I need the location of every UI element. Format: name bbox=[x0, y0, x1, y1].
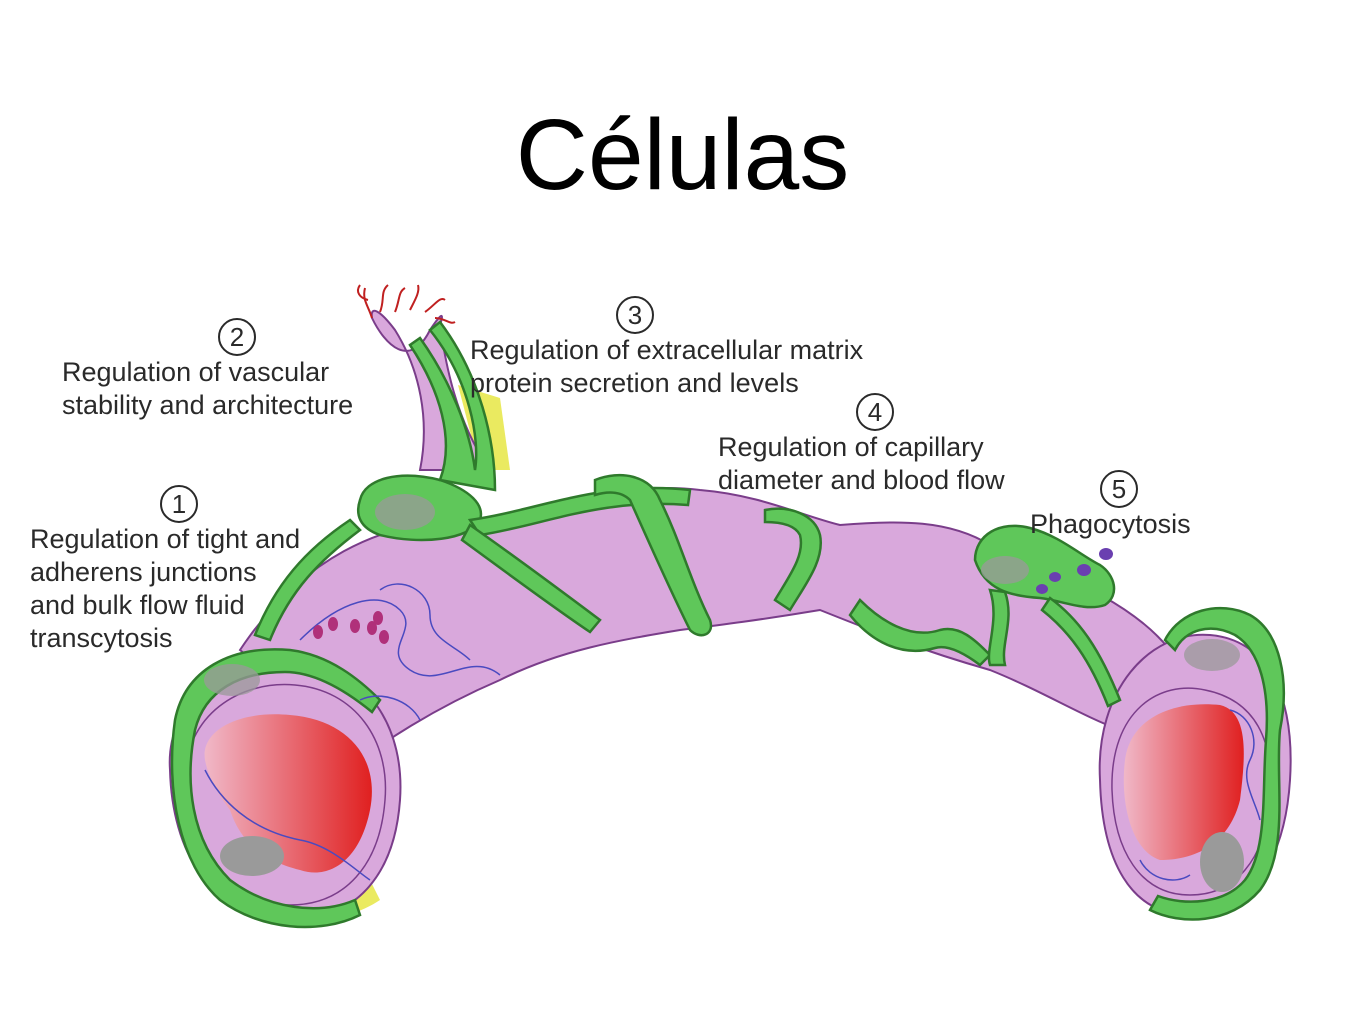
annotation-5-number: 5 bbox=[1100, 470, 1138, 508]
annotation-4-line-1: Regulation of capillary bbox=[718, 432, 984, 462]
endothelial-nucleus-right bbox=[1200, 832, 1244, 892]
pericytes bbox=[170, 320, 1285, 929]
pericyte-arm-lower bbox=[460, 523, 602, 634]
pericyte-arm-branch bbox=[408, 320, 497, 492]
pericyte-arm-right-loop bbox=[987, 588, 1010, 667]
annotation-3-line-2: protein secretion and levels bbox=[470, 368, 799, 398]
capillary-tip-filaments bbox=[357, 284, 456, 324]
annotation-1-number: 1 bbox=[160, 485, 198, 523]
annotation-1: 1 Regulation of tight and adherens junct… bbox=[30, 485, 300, 655]
blood-lumen-right bbox=[1123, 704, 1244, 860]
annotation-2: 2 Regulation of vascular stability and a… bbox=[62, 318, 353, 422]
page-title: Células bbox=[515, 99, 850, 211]
annotation-1-line-3: and bulk flow fluid bbox=[30, 590, 245, 620]
pericyte-left-cross-section bbox=[170, 648, 382, 929]
annotation-5: 5 Phagocytosis bbox=[1030, 470, 1191, 541]
blood-lumen-left bbox=[204, 714, 372, 873]
pericyte-right-cross-section bbox=[1148, 606, 1285, 921]
endothelial-nucleus-left bbox=[220, 836, 284, 876]
pericyte-cell-right bbox=[973, 524, 1116, 609]
annotation-3-number: 3 bbox=[616, 296, 654, 334]
pericyte-arm-left-down bbox=[253, 518, 362, 642]
annotation-4-number: 4 bbox=[856, 393, 894, 431]
annotation-2-number: 2 bbox=[218, 318, 256, 356]
pericyte-nuclei bbox=[204, 494, 1240, 696]
transcytosis-vesicles bbox=[313, 611, 389, 644]
annotation-3-line-1: Regulation of extracellular matrix bbox=[470, 335, 864, 365]
pericyte-arm-right-long bbox=[1040, 596, 1122, 708]
annotation-4: 4 Regulation of capillary diameter and b… bbox=[718, 393, 1005, 497]
pericyte-band-mid bbox=[593, 473, 713, 637]
cross-section-right bbox=[1098, 633, 1292, 917]
annotation-1-line-1: Regulation of tight and bbox=[30, 524, 301, 554]
annotation-1-line-2: adherens junctions bbox=[30, 557, 257, 587]
pericyte-band-center bbox=[763, 507, 823, 612]
annotation-5-line-1: Phagocytosis bbox=[1030, 509, 1191, 539]
annotation-3: 3 Regulation of extracellular matrix pro… bbox=[470, 296, 863, 400]
annotation-2-line-2: stability and architecture bbox=[62, 390, 354, 420]
annotation-4-line-2: diameter and blood flow bbox=[718, 465, 1005, 495]
annotation-2-line-1: Regulation of vascular bbox=[62, 357, 330, 387]
annotation-1-line-4: transcytosis bbox=[30, 623, 173, 653]
phagocytosed-particles bbox=[1036, 548, 1113, 594]
endothelial-junctions bbox=[204, 583, 1261, 881]
pericyte-arm-center-low bbox=[848, 598, 992, 667]
